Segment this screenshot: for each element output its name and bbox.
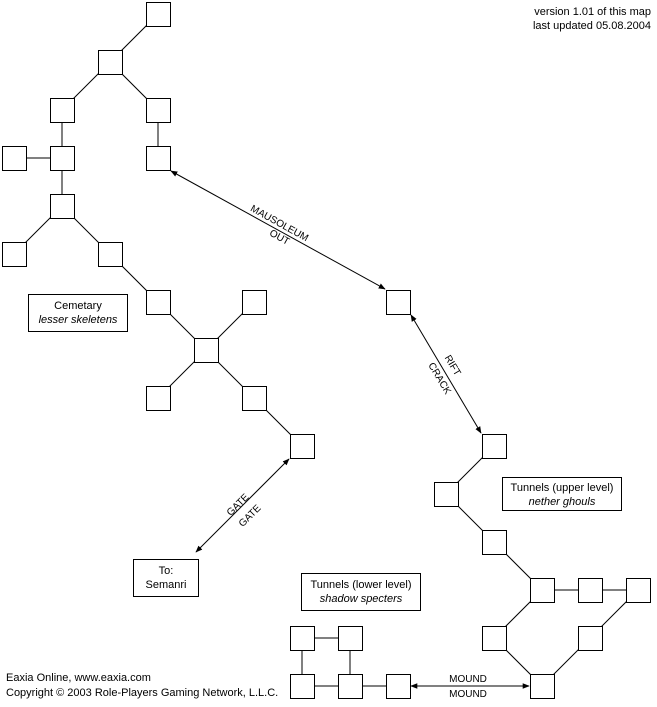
room [434,482,459,507]
exit-rift-label: RIFT [442,353,463,378]
footer-credits: Eaxia Online, www.eaxia.com Copyright © … [6,671,278,701]
room [146,98,171,123]
exit-rift-line [410,314,482,434]
room-mound-upper [530,674,555,699]
room [242,290,267,315]
area-label-cemetary: Cemetary lesser skeletens [28,294,128,332]
room [578,626,603,651]
rooms [2,2,651,699]
room [290,674,315,699]
exit-mound-upper-label: MOUND [449,674,487,685]
room [626,578,651,603]
room [290,626,315,651]
area-label-to-semanri: To: Semanri [133,559,199,597]
room [482,434,507,459]
room [146,386,171,411]
map-version-info: version 1.01 of this map last updated 05… [533,5,651,33]
room [338,674,363,699]
copyright-text: Copyright © 2003 Role-Players Gaming Net… [6,687,279,699]
room [2,146,27,171]
room [482,626,507,651]
room [50,98,75,123]
room [98,50,123,75]
area-creature: nether ghouls [528,496,596,508]
room [578,578,603,603]
room [482,530,507,555]
area-name: Cemetary [54,300,102,312]
exit-mausoleum-line [170,170,386,290]
room [98,242,123,267]
room [194,338,219,363]
area-label-tunnels-lower: Tunnels (lower level) shadow specters [301,573,421,611]
room [50,194,75,219]
room [2,242,27,267]
room-tunnel-entrance [386,290,411,315]
room-mausoleum [146,146,171,171]
room-mound-lower [386,674,411,699]
exit-connections: MAUSOLEUM OUT RIFT CRACK GATE GATE MOUND… [170,170,530,700]
destination-name: Semanri [145,579,187,591]
area-name: Tunnels (lower level) [310,579,412,591]
room [146,290,171,315]
room [242,386,267,411]
room [146,2,171,27]
exit-mound-lower-label: MOUND [449,689,487,700]
exit-gate-line [195,458,290,553]
version-text: version 1.01 of this map [534,6,651,18]
site-credit: Eaxia Online, www.eaxia.com [6,672,151,684]
room [530,578,555,603]
last-updated-text: last updated 05.08.2004 [532,20,651,32]
area-name: Tunnels (upper level) [510,482,614,494]
area-label-tunnels-upper: Tunnels (upper level) nether ghouls [502,477,622,511]
room-gate [290,434,315,459]
room [338,626,363,651]
room [50,146,75,171]
area-creature: lesser skeletens [38,314,118,326]
destination-prefix: To: [158,565,174,577]
area-creature: shadow specters [319,593,403,605]
